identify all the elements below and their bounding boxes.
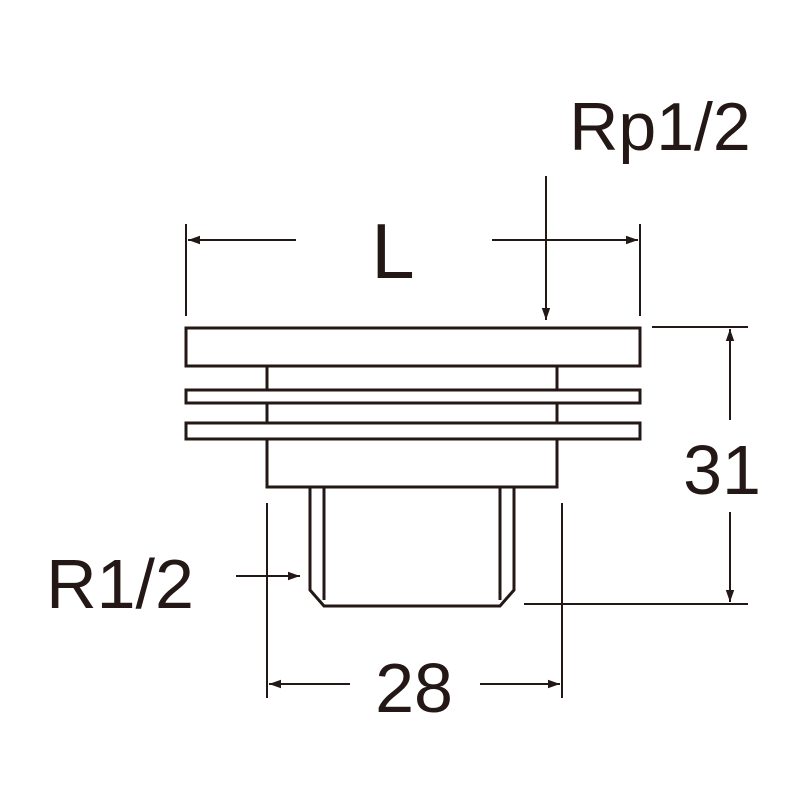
- bottom-dim-label: 28: [375, 649, 453, 727]
- top-thread-label: Rp1/2: [569, 89, 750, 165]
- lower-body: [265, 439, 559, 489]
- width-dim-label: L: [371, 207, 414, 295]
- bottom-thread-label: R1/2: [46, 545, 194, 623]
- fitting-body: [184, 326, 642, 608]
- dimension-28: [266, 503, 563, 698]
- rib-upper: [184, 388, 642, 405]
- dimension-l: [185, 224, 641, 316]
- threaded-spigot: [308, 487, 516, 608]
- top-flange: [184, 326, 642, 368]
- rib-lower: [184, 421, 642, 441]
- height-dim-label: 31: [683, 431, 761, 509]
